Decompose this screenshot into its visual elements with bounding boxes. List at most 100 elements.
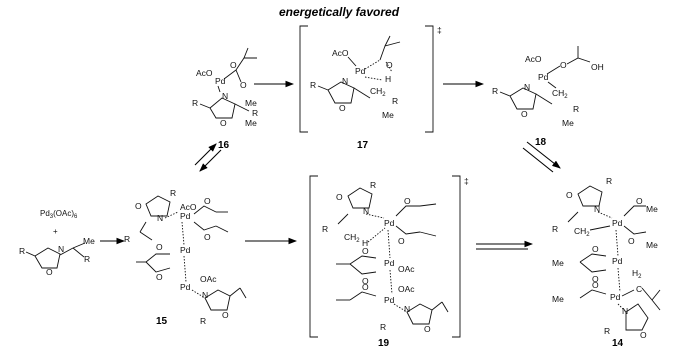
svg-text:R: R — [322, 224, 328, 234]
svg-text:Pd: Pd — [180, 211, 191, 221]
svg-text:O: O — [222, 310, 229, 320]
svg-text:O: O — [240, 80, 247, 90]
svg-text:Me: Me — [245, 118, 257, 128]
svg-text:O: O — [521, 109, 528, 119]
svg-text:O: O — [592, 244, 599, 254]
ts-bracket-17: ‡ — [299, 25, 442, 133]
svg-text:O: O — [424, 324, 431, 334]
arrow-16-to-15 — [199, 149, 222, 172]
svg-text:Pd: Pd — [384, 295, 395, 305]
svg-text:N: N — [404, 304, 410, 314]
compound-17: AcO Pd O H CH2 N O R R Me 17 — [310, 35, 401, 151]
svg-text:Me: Me — [552, 294, 564, 304]
svg-text:N: N — [524, 82, 530, 92]
svg-text:N: N — [157, 213, 163, 223]
svg-text:O: O — [135, 201, 142, 211]
ts-bracket-19: ‡ — [309, 175, 469, 338]
label-15: 15 — [156, 316, 168, 327]
arrow-15-to-16 — [194, 143, 217, 166]
svg-text:O: O — [362, 276, 369, 286]
svg-text:Pd: Pd — [355, 66, 366, 76]
svg-text:Pd: Pd — [384, 218, 395, 228]
svg-text:Pd: Pd — [612, 256, 623, 266]
svg-text:N: N — [594, 204, 600, 214]
svg-text:R: R — [84, 254, 90, 264]
svg-text:O: O — [230, 60, 237, 70]
svg-text:O: O — [339, 103, 346, 113]
ch2-label-14: CH2 — [574, 226, 590, 238]
label-18: 18 — [535, 137, 547, 148]
svg-text:R: R — [124, 234, 130, 244]
svg-text:Pd: Pd — [180, 245, 191, 255]
svg-text:O: O — [628, 236, 635, 246]
svg-text:R: R — [392, 96, 398, 106]
energetically-favored-banner: energetically favored — [279, 5, 400, 19]
svg-text:O: O — [592, 274, 599, 284]
svg-text:Me: Me — [562, 118, 574, 128]
ts-dagger-17: ‡ — [437, 25, 442, 35]
catalyst-formula: Pd3(OAc)6 — [40, 209, 78, 220]
svg-text:O: O — [204, 232, 211, 242]
svg-text:O: O — [362, 282, 369, 292]
svg-text:N: N — [58, 244, 64, 254]
svg-text:O: O — [560, 60, 567, 70]
svg-text:N: N — [363, 206, 369, 216]
label-14: 14 — [612, 338, 624, 349]
svg-text:R: R — [604, 326, 610, 336]
svg-text:Me: Me — [245, 98, 257, 108]
svg-text:O: O — [362, 246, 369, 256]
oxazoline-ring-reagent — [34, 247, 61, 269]
ch2-label-19: CH2 — [344, 232, 360, 244]
svg-text:Me: Me — [382, 110, 394, 120]
svg-text:Me: Me — [646, 240, 658, 250]
svg-text:O: O — [640, 330, 647, 340]
compound-14: O N R Pd R CH2 O O Me Me Pd O O Me Pd O … — [552, 176, 661, 349]
svg-text:H: H — [362, 238, 368, 248]
ts-dagger-19: ‡ — [464, 176, 469, 186]
svg-text:Pd: Pd — [215, 76, 226, 86]
svg-text:R: R — [19, 246, 25, 256]
svg-text:C: C — [636, 284, 642, 294]
svg-text:Pd: Pd — [612, 218, 623, 228]
compound-16: AcO Pd O O N O R Me R Me 16 — [192, 47, 258, 151]
svg-text:O: O — [592, 280, 599, 290]
compound-19: O N R Pd R CH2 H O O Pd OAc O O Pd OAc O — [322, 180, 449, 349]
svg-text:O: O — [386, 60, 393, 70]
svg-text:Me: Me — [646, 204, 658, 214]
svg-text:AcO: AcO — [525, 54, 542, 64]
svg-text:R: R — [310, 80, 316, 90]
h2c-label-14: H2 — [632, 268, 642, 280]
svg-text:R: R — [492, 86, 498, 96]
svg-text:N: N — [222, 91, 228, 101]
svg-text:H: H — [385, 74, 391, 84]
arrow-18-to-14 — [526, 141, 561, 169]
plus-sign: + — [53, 227, 58, 236]
svg-text:Me: Me — [552, 258, 564, 268]
label-17: 17 — [357, 140, 369, 151]
label-19: 19 — [378, 338, 390, 349]
ch2-label-18: CH2 — [552, 88, 568, 100]
compound-15: O N R AcO Pd R O O Pd O O Pd OAc N O R 1… — [124, 188, 247, 327]
svg-text:Pd: Pd — [180, 282, 191, 292]
svg-text:N: N — [202, 290, 208, 300]
svg-text:Pd: Pd — [610, 292, 621, 302]
svg-text:R: R — [370, 180, 376, 190]
svg-text:O: O — [636, 196, 643, 206]
svg-text:N: N — [342, 76, 348, 86]
ch2-label: CH2 — [370, 86, 386, 98]
svg-text:O: O — [204, 196, 211, 206]
svg-text:R: R — [606, 176, 612, 186]
svg-text:Me: Me — [83, 236, 95, 246]
compound-18: AcO Pd O OH CH2 N O R R Me 18 — [492, 46, 604, 148]
svg-text:O: O — [46, 267, 53, 277]
svg-text:O: O — [566, 190, 573, 200]
svg-text:AcO: AcO — [332, 48, 349, 58]
svg-text:Pd: Pd — [538, 72, 549, 82]
svg-text:R: R — [170, 188, 176, 198]
label-16: 16 — [218, 140, 230, 151]
svg-text:Pd: Pd — [384, 258, 395, 268]
svg-text:OAc: OAc — [398, 284, 415, 294]
svg-text:R: R — [252, 108, 258, 118]
reaction-arrows — [100, 80, 561, 250]
svg-text:OAc: OAc — [398, 264, 415, 274]
